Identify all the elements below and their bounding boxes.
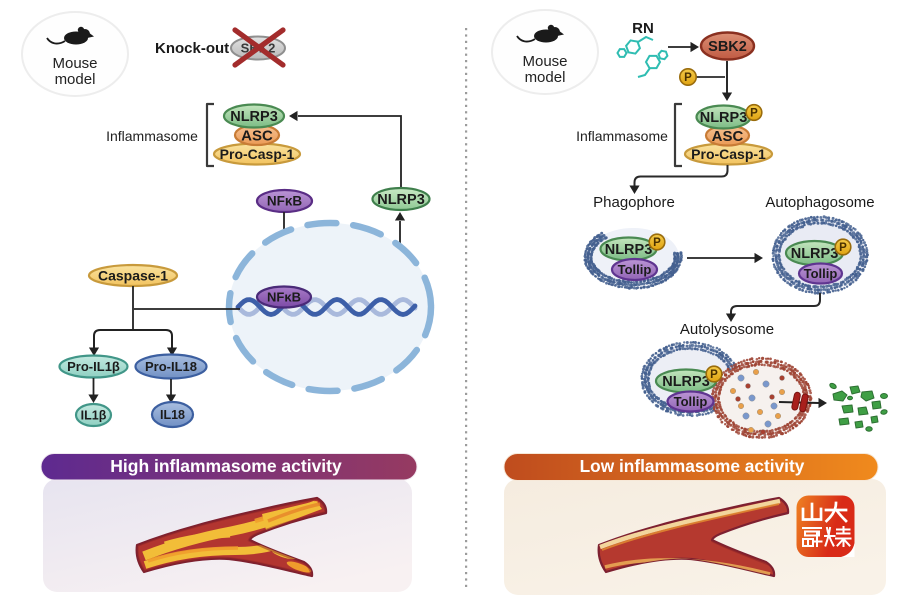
svg-text:Autolysosome: Autolysosome	[680, 321, 774, 338]
svg-text:P: P	[750, 108, 758, 120]
svg-text:Mouse: Mouse	[522, 53, 567, 70]
svg-text:NLRP3: NLRP3	[230, 109, 278, 125]
svg-text:IL18: IL18	[160, 408, 185, 422]
svg-text:P: P	[684, 72, 692, 84]
svg-text:NFκB: NFκB	[267, 290, 301, 305]
svg-text:P: P	[710, 369, 718, 381]
svg-text:P: P	[839, 242, 847, 254]
svg-text:Low inflammasome activity: Low inflammasome activity	[580, 456, 805, 476]
svg-text:Tollip: Tollip	[674, 394, 708, 409]
svg-text:Pro-IL1β: Pro-IL1β	[67, 359, 120, 374]
svg-text:RN: RN	[632, 20, 654, 37]
svg-text:ASC: ASC	[241, 127, 273, 144]
svg-text:model: model	[55, 71, 96, 88]
svg-text:Pro-Casp-1: Pro-Casp-1	[220, 146, 295, 162]
svg-text:Tollip: Tollip	[618, 262, 652, 277]
svg-text:Caspase-1: Caspase-1	[98, 267, 168, 283]
svg-text:Pro-IL18: Pro-IL18	[145, 359, 197, 374]
svg-text:Inflammasome: Inflammasome	[576, 128, 668, 144]
svg-text:IL1β: IL1β	[81, 408, 107, 422]
svg-text:Phagophore: Phagophore	[593, 194, 675, 211]
svg-text:SBK2: SBK2	[708, 39, 747, 55]
svg-text:model: model	[525, 69, 566, 86]
svg-text:Autophagosome: Autophagosome	[765, 194, 874, 211]
svg-text:High inflammasome activity: High inflammasome activity	[110, 456, 342, 476]
svg-text:NLRP3: NLRP3	[605, 242, 653, 258]
svg-text:NLRP3: NLRP3	[791, 246, 839, 262]
svg-text:Mouse: Mouse	[52, 55, 97, 72]
svg-text:Pro-Casp-1: Pro-Casp-1	[691, 146, 766, 162]
svg-text:NLRP3: NLRP3	[700, 110, 748, 126]
svg-text:Inflammasome: Inflammasome	[106, 128, 198, 144]
svg-text:Tollip: Tollip	[804, 266, 838, 281]
svg-text:NLRP3: NLRP3	[377, 192, 425, 208]
svg-text:P: P	[653, 237, 661, 249]
svg-text:NLRP3: NLRP3	[662, 374, 710, 390]
svg-text:ASC: ASC	[712, 128, 744, 145]
svg-text:Knock-out: Knock-out	[155, 40, 229, 57]
svg-text:NFκB: NFκB	[267, 194, 303, 209]
